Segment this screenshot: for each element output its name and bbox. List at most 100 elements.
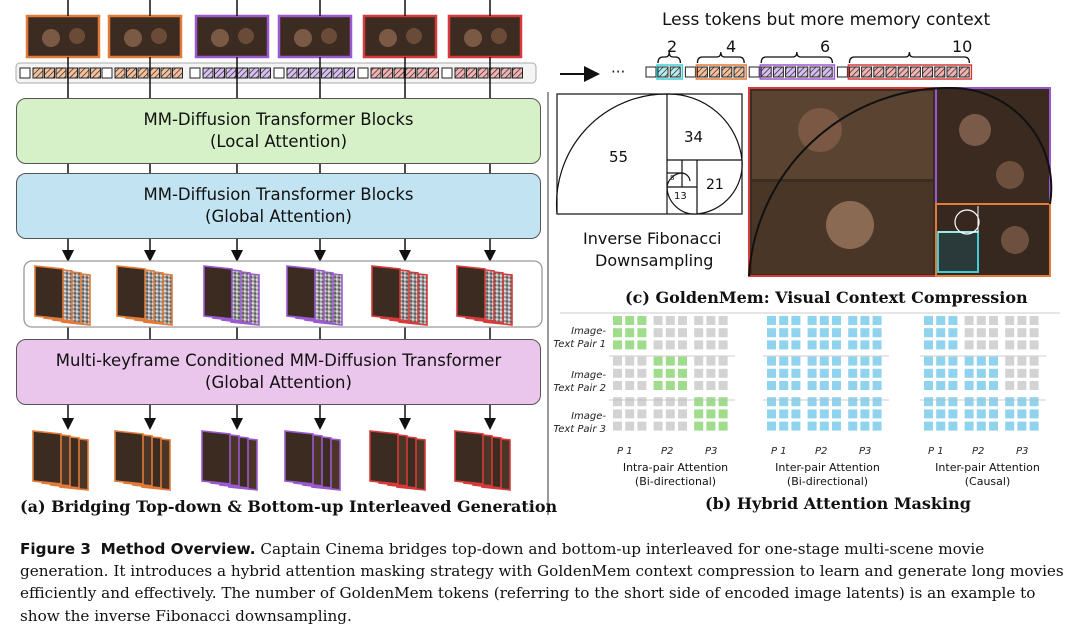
mask-cell <box>872 340 882 350</box>
mask-cell <box>848 340 858 350</box>
mask-cell <box>832 356 841 366</box>
mask-cell <box>613 409 622 419</box>
mask-cell <box>653 356 663 366</box>
image-token <box>382 67 393 79</box>
mask-column-label: P3 <box>859 446 872 457</box>
mask-cell <box>613 356 622 366</box>
mask-cell <box>706 368 716 378</box>
mask-cell <box>694 381 704 390</box>
mask3-caption-line1: Inter-pair Attention <box>935 461 1040 474</box>
mask-cell <box>964 316 974 325</box>
mask-cell <box>791 409 801 419</box>
compressed-token <box>733 66 745 78</box>
mask-cell <box>718 316 728 325</box>
mask-column-label: P2 <box>972 446 985 457</box>
keyframe <box>107 14 183 59</box>
mask-cell <box>948 316 958 325</box>
output-frame <box>454 430 484 485</box>
mask-cell <box>872 381 882 390</box>
mask-cell <box>625 316 635 325</box>
mask-cell <box>779 368 789 378</box>
caption-figure-number: Figure 3 <box>20 540 91 558</box>
keyframe-figure <box>238 28 254 44</box>
mask-cell <box>872 409 882 419</box>
mask-cell <box>694 409 704 419</box>
mask-cell <box>948 340 958 350</box>
panel-c-title: (c) GoldenMem: Visual Context Compressio… <box>625 288 1028 307</box>
mask-cell <box>665 340 675 350</box>
mask-cell <box>832 328 841 338</box>
latent-frame <box>34 265 64 320</box>
mask-cell <box>637 381 647 390</box>
mask-cell <box>989 316 998 325</box>
text-token <box>441 67 453 79</box>
image-token <box>237 67 248 79</box>
keyframe-figure <box>211 29 229 47</box>
mask-cell <box>779 409 789 419</box>
multi-keyframe-block: Multi-keyframe Conditioned MM-Diffusion … <box>16 339 541 405</box>
compressed-token <box>709 66 721 78</box>
mask-cell <box>1005 328 1015 338</box>
keyframe <box>447 14 523 59</box>
mask-cell <box>1017 340 1027 350</box>
mask-cell <box>976 421 986 431</box>
mask-cell <box>625 381 635 390</box>
mask-cell <box>1029 340 1039 350</box>
image-token <box>489 67 500 79</box>
mask-cell <box>807 340 817 350</box>
mask-cell <box>637 397 647 407</box>
image-token <box>309 67 321 79</box>
photo-collage <box>748 86 1053 277</box>
image-token <box>454 67 466 79</box>
mask-cell <box>860 381 870 390</box>
row-label-pair3-line1: Image- <box>571 411 606 422</box>
fib-55: 55 <box>609 148 629 166</box>
mask-cell <box>964 421 974 431</box>
mask-cell <box>924 316 933 325</box>
mask-cell <box>779 356 789 366</box>
mask-cell <box>613 421 622 431</box>
compressed-token <box>645 66 657 78</box>
mask-cell <box>718 340 728 350</box>
mask-cell <box>637 316 647 325</box>
image-token <box>78 67 90 79</box>
mask-cell <box>767 368 776 378</box>
keyframe-figure <box>464 29 482 47</box>
mask-cell <box>936 397 946 407</box>
figure-caption: Figure 3 Method Overview. Captain Cinema… <box>20 538 1065 627</box>
image-token <box>298 67 309 79</box>
token-group-frame <box>695 64 747 80</box>
compressed-token <box>748 66 760 78</box>
mask-cell <box>791 340 801 350</box>
flow-lines <box>62 0 496 430</box>
keyframe-figure <box>379 29 397 47</box>
mask-cell <box>613 368 622 378</box>
mask-cell <box>948 381 958 390</box>
compressed-token <box>696 66 708 78</box>
mask-cell <box>807 328 817 338</box>
mask-cell <box>860 328 870 338</box>
mask-cell <box>791 328 801 338</box>
mask-cell <box>665 381 675 390</box>
text-token <box>19 67 31 79</box>
compressed-token <box>772 66 784 78</box>
mask-cell <box>625 328 635 338</box>
mask-cell <box>832 340 841 350</box>
compressed-token <box>873 66 885 78</box>
image-token <box>149 67 160 79</box>
mask-cell <box>653 368 663 378</box>
mask-cell <box>653 381 663 390</box>
mask-cell <box>637 368 647 378</box>
text-token <box>101 67 113 79</box>
mask-cell <box>924 397 933 407</box>
mask-cell <box>706 316 716 325</box>
mask-cell <box>964 356 974 366</box>
count-brace <box>848 51 971 64</box>
mask-cell <box>832 421 841 431</box>
global-block-subtitle: (Global Attention) <box>205 207 352 226</box>
mask-cell <box>948 328 958 338</box>
mask-cell <box>706 340 716 350</box>
mask-cell <box>936 356 946 366</box>
mask-cell <box>767 421 776 431</box>
mask-cell <box>924 421 933 431</box>
